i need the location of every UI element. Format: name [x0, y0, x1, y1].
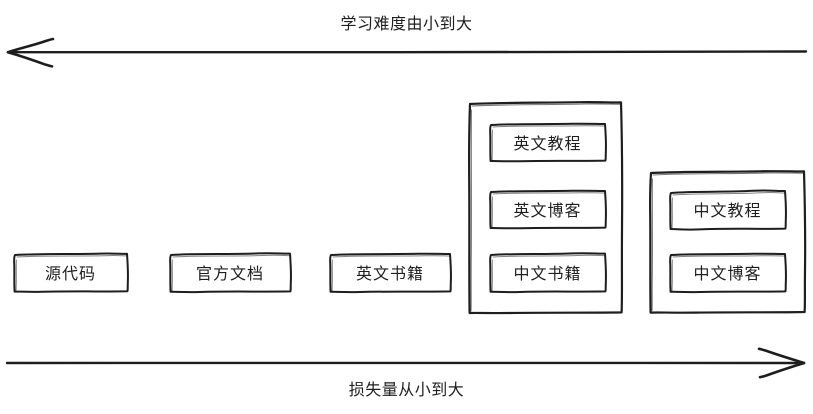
learning-difficulty-axis: [6, 37, 808, 68]
node-label: 中文博客: [693, 264, 762, 283]
node-chinese-blog[interactable]: 中文博客: [670, 253, 785, 291]
node-official-docs[interactable]: 官方文档: [170, 253, 290, 291]
loss-axis: [5, 347, 806, 379]
top-axis-label: 学习难度由小到大: [340, 14, 473, 33]
node-label: 中文教程: [693, 201, 762, 220]
node-label: 英文教程: [513, 134, 582, 153]
node-chinese-books[interactable]: 中文书籍: [490, 253, 605, 291]
node-english-books[interactable]: 英文书籍: [330, 253, 450, 291]
node-label: 官方文档: [195, 264, 264, 283]
node-label: 英文博客: [513, 201, 582, 220]
node-english-tutorial[interactable]: 英文教程: [490, 123, 605, 161]
node-english-blog[interactable]: 英文博客: [490, 190, 605, 228]
node-label: 源代码: [44, 264, 96, 283]
node-label: 中文书籍: [513, 264, 582, 283]
node-chinese-tutorial[interactable]: 中文教程: [670, 190, 785, 228]
bottom-axis-label: 损失量从小到大: [348, 380, 465, 399]
node-label: 英文书籍: [355, 264, 424, 283]
node-source-code[interactable]: 源代码: [14, 253, 127, 291]
